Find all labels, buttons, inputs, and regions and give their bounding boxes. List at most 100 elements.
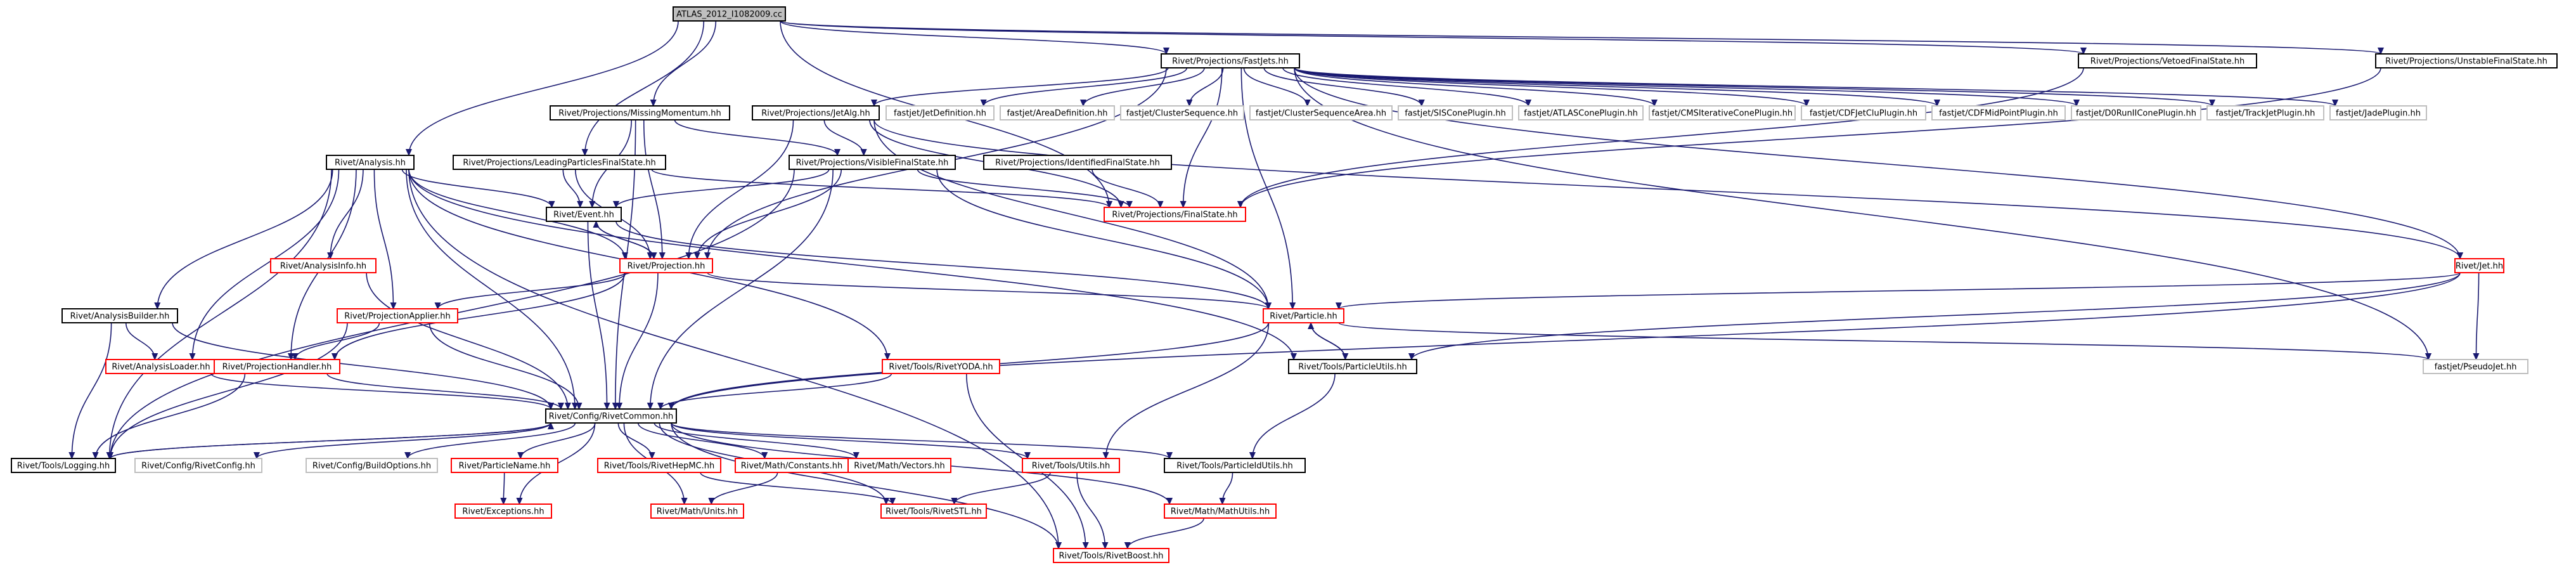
edge-particlename-to-exceptions [503, 472, 504, 504]
edge-root-to-fastjets [780, 20, 1166, 54]
node-box [1104, 207, 1246, 222]
node-box [1161, 53, 1300, 68]
edge-mathconstants-to-mathunits [711, 472, 778, 504]
edge-root-to-unstable [780, 20, 2381, 54]
edge-fastjets-to-fj_clusterseqarea [1243, 67, 1307, 106]
node-box [2329, 105, 2427, 120]
node-finalstate[interactable]: Rivet/Projections/FinalState.hh [1104, 207, 1246, 222]
edge-rivetcommon-to-particleidutils [671, 422, 1169, 458]
edge-root-to-analysis [409, 20, 679, 155]
node-mathutils[interactable]: Rivet/Math/MathUtils.hh [1164, 503, 1277, 519]
node-label: Rivet/Event.hh [553, 211, 614, 220]
edge-rivetyoda-to-rivetcommon [660, 373, 892, 409]
node-visiblefs[interactable]: Rivet/Projections/VisibleFinalState.hh [789, 155, 956, 170]
edge-jet-to-rivetcommon [671, 272, 2461, 409]
edge-mathutils-to-rivetboost [1128, 517, 1204, 549]
node-box [752, 105, 880, 120]
edge-projectionapplier-to-logging [110, 322, 348, 458]
node-label: Rivet/Tools/ParticleUtils.hh [1298, 363, 1407, 372]
edge-particleutils-to-particle [1311, 323, 1346, 360]
node-jet[interactable]: Rivet/Jet.hh [2454, 258, 2504, 273]
node-label: Rivet/Math/MathUtils.hh [1171, 507, 1270, 517]
node-unstable[interactable]: Rivet/Projections/UnstableFinalState.hh [2375, 53, 2558, 68]
node-particle[interactable]: Rivet/Particle.hh [1263, 308, 1344, 323]
node-analysisloader[interactable]: Rivet/AnalysisLoader.hh [105, 359, 217, 374]
node-missingmom[interactable]: Rivet/Projections/MissingMomentum.hh [550, 105, 730, 120]
edge-root-to-missingmom [654, 20, 717, 106]
node-analysisinfo[interactable]: Rivet/AnalysisInfo.hh [270, 258, 377, 273]
node-label: Rivet/Jet.hh [2456, 262, 2503, 271]
node-projection[interactable]: Rivet/Projection.hh [619, 258, 713, 273]
edge-rivetcommon-to-toolsutils [671, 422, 1027, 458]
node-particleutils[interactable]: Rivet/Tools/ParticleUtils.hh [1288, 359, 1417, 374]
node-fj_jetdef: fastjet/JetDefinition.hh [886, 105, 995, 120]
node-toolsutils[interactable]: Rivet/Tools/Utils.hh [1022, 458, 1120, 473]
node-particlename[interactable]: Rivet/ParticleName.hh [451, 458, 558, 473]
node-rivetboost[interactable]: Rivet/Tools/RivetBoost.hh [1053, 548, 1169, 563]
node-identifiedfs[interactable]: Rivet/Projections/IdentifiedFinalState.h… [983, 155, 1172, 170]
node-box [673, 6, 786, 22]
node-mathvectors[interactable]: Rivet/Math/Vectors.hh [847, 458, 951, 473]
edge-analysis-to-analysisinfo [330, 169, 364, 259]
node-box [619, 258, 713, 273]
node-box [1249, 105, 1393, 120]
node-label: Rivet/Math/Units.hh [657, 507, 738, 517]
edge-visiblefs-to-particle [936, 169, 1268, 309]
node-label: Rivet/AnalysisInfo.hh [280, 262, 366, 271]
node-label: fastjet/PseudoJet.hh [2435, 363, 2517, 372]
node-box [847, 458, 951, 473]
node-exceptions[interactable]: Rivet/Exceptions.hh [454, 503, 552, 519]
node-box [1649, 105, 1796, 120]
node-projectionapplier[interactable]: Rivet/ProjectionApplier.hh [337, 308, 458, 323]
node-logging[interactable]: Rivet/Tools/Logging.hh [11, 458, 116, 473]
edge-analysis-to-rivetcommon [406, 169, 575, 409]
node-box [451, 458, 558, 473]
node-mathconstants[interactable]: Rivet/Math/Constants.hh [735, 458, 849, 473]
node-box [650, 503, 744, 519]
node-analysis[interactable]: Rivet/Analysis.hh [326, 155, 415, 170]
node-root: ATLAS_2012_I1082009.cc [673, 6, 786, 22]
edge-fastjets-to-fj_areadef [1083, 67, 1205, 106]
edge-fastjets-to-fj_jetdef [984, 67, 1188, 106]
node-fj_d0run: fastjet/D0RunIIConePlugin.hh [2071, 105, 2201, 120]
edge-projection-to-particle [707, 272, 1268, 309]
node-box [546, 207, 622, 222]
node-fj_cmsit: fastjet/CMSIterativeConePlugin.hh [1649, 105, 1796, 120]
node-rivetyoda[interactable]: Rivet/Tools/RivetYODA.hh [882, 359, 1000, 374]
node-pseudojet: fastjet/PseudoJet.hh [2423, 359, 2528, 374]
node-label: Rivet/AnalysisBuilder.hh [70, 312, 170, 321]
node-box [454, 503, 552, 519]
edge-fastjets-to-fj_jade [1294, 67, 2335, 106]
node-label: Rivet/Projection.hh [628, 262, 705, 271]
edge-particleidutils-to-mathutils [1222, 472, 1233, 504]
edge-fastjets-to-particle [1240, 67, 1292, 309]
node-particleidutils[interactable]: Rivet/Tools/ParticleIdUtils.hh [1164, 458, 1306, 473]
edge-jet-to-particle [1339, 272, 2461, 309]
node-event[interactable]: Rivet/Event.hh [546, 207, 622, 222]
node-jetalg[interactable]: Rivet/Projections/JetAlg.hh [752, 105, 880, 120]
node-rivetcommon[interactable]: Rivet/Config/RivetCommon.hh [545, 408, 677, 424]
edge-analysisbuilder-to-rivetcommon [172, 322, 551, 409]
node-rivetstl[interactable]: Rivet/Tools/RivetSTL.hh [880, 503, 987, 519]
edge-analysis-to-rivetboost [408, 169, 1059, 549]
node-box [2078, 53, 2257, 68]
edge-particle-to-toolsutils [1106, 322, 1270, 458]
node-box [983, 155, 1172, 170]
node-label: Rivet/Projections/JetAlg.hh [761, 109, 870, 119]
node-fj_trackjet: fastjet/TrackJetPlugin.hh [2206, 105, 2324, 120]
node-analysisbuilder[interactable]: Rivet/AnalysisBuilder.hh [61, 308, 178, 323]
node-projectionhandler[interactable]: Rivet/ProjectionHandler.hh [214, 359, 340, 374]
node-vetoed[interactable]: Rivet/Projections/VetoedFinalState.hh [2078, 53, 2257, 68]
node-fastjets[interactable]: Rivet/Projections/FastJets.hh [1161, 53, 1300, 68]
edge-root-to-leadingparticles [585, 20, 705, 155]
node-fj_clusterseq: fastjet/ClusterSequence.hh [1120, 105, 1244, 120]
node-label: Rivet/Analysis.hh [335, 159, 406, 168]
node-label: Rivet/Projections/MissingMomentum.hh [558, 109, 721, 119]
node-mathunits[interactable]: Rivet/Math/Units.hh [650, 503, 744, 519]
node-box [550, 105, 730, 120]
node-leadingparticles[interactable]: Rivet/Projections/LeadingParticlesFinalS… [453, 155, 666, 170]
node-label: fastjet/AreaDefinition.hh [1007, 109, 1108, 119]
node-rivethepmc[interactable]: Rivet/Tools/RivetHepMC.hh [597, 458, 721, 473]
node-label: fastjet/JadePlugin.hh [2336, 109, 2421, 119]
edge-projectionhandler-to-logging [96, 373, 246, 458]
